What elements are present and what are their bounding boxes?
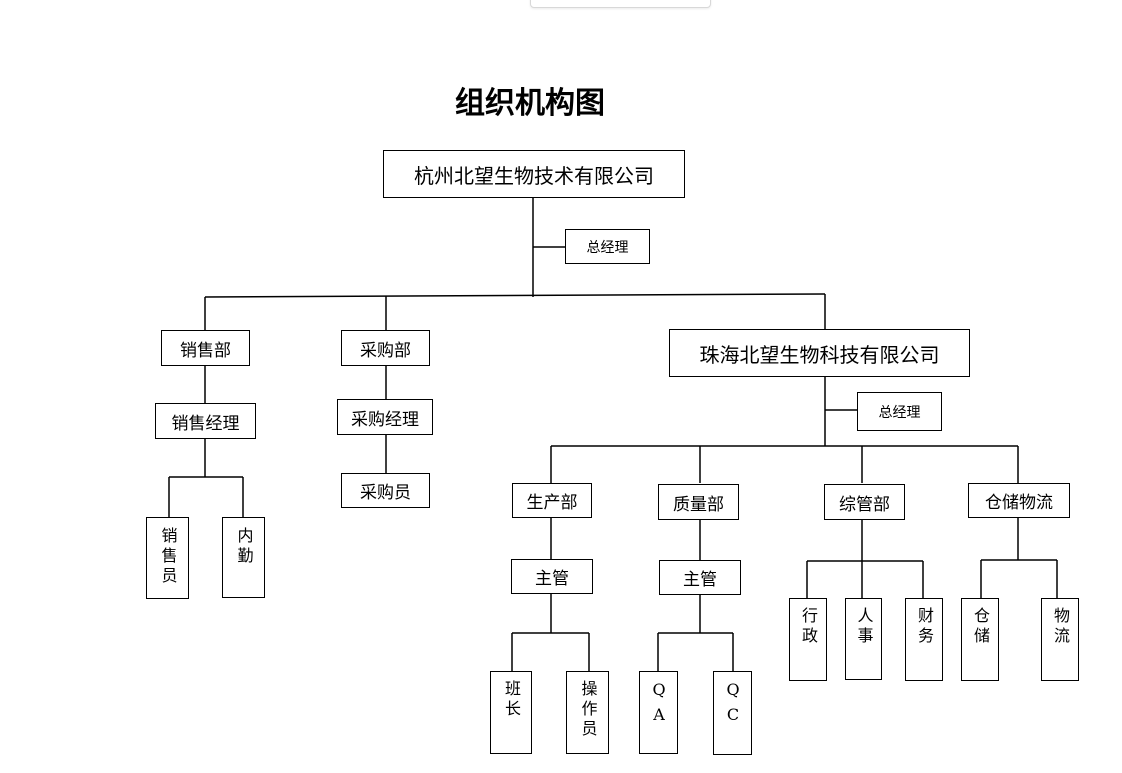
node-hangzhou-company-label: 杭州北望生物技术有限公司 — [414, 163, 654, 188]
node-zhuhai-company-label: 珠海北望生物科技有限公司 — [699, 342, 940, 367]
node-hr: 人事 — [845, 598, 882, 680]
node-purchaser: 采购员 — [341, 473, 430, 508]
node-sales-dept: 销售部 — [161, 330, 250, 366]
connector-hz-bus — [204, 293, 826, 298]
node-salesperson-label: 销售员 — [158, 527, 178, 587]
node-finance-label: 财务 — [915, 607, 934, 647]
node-purchasing-manager-label: 采购经理 — [351, 409, 419, 430]
node-sales-manager-label: 销售经理 — [171, 413, 240, 434]
node-warehouse: 仓储 — [961, 598, 999, 681]
node-qa: QA — [639, 671, 678, 754]
node-production-supervisor: 主管 — [511, 559, 593, 594]
node-gm-hangzhou-label: 总经理 — [586, 239, 629, 256]
node-hr-label: 人事 — [854, 607, 874, 647]
node-production-dept-label: 生产部 — [526, 493, 578, 513]
node-qa-label: QA — [649, 680, 669, 730]
node-qc: QC — [713, 671, 752, 755]
node-purchasing-dept-label: 采购部 — [360, 340, 411, 361]
node-quality-dept: 质量部 — [658, 484, 739, 520]
node-finance: 财务 — [905, 598, 943, 681]
node-warehouse-label: 仓储 — [971, 607, 990, 647]
node-purchaser-label: 采购员 — [360, 483, 411, 503]
node-quality-dept-label: 质量部 — [673, 494, 724, 515]
node-admin-dept-label: 综管部 — [839, 494, 890, 515]
node-operator: 操作员 — [566, 671, 609, 754]
node-purchasing-dept: 采购部 — [341, 330, 430, 366]
node-quality-supervisor-label: 主管 — [683, 570, 717, 590]
node-sales-manager: 销售经理 — [155, 403, 256, 439]
node-admin-dept: 综管部 — [824, 484, 905, 520]
top-tab-stub — [530, 0, 711, 8]
node-production-supervisor-label: 主管 — [535, 569, 569, 589]
chart-title: 组织机构图 — [455, 86, 605, 121]
node-zhuhai-company: 珠海北望生物科技有限公司 — [669, 329, 970, 377]
node-internal-support-label: 内勤 — [234, 527, 254, 567]
node-administration: 行政 — [789, 598, 827, 681]
node-gm-zhuhai-label: 总经理 — [878, 404, 921, 421]
node-salesperson: 销售员 — [146, 517, 189, 599]
node-qc-label: QC — [723, 680, 743, 730]
node-purchasing-manager: 采购经理 — [337, 399, 433, 435]
node-logistics: 物流 — [1041, 598, 1079, 681]
node-team-leader-label: 班长 — [502, 680, 521, 720]
node-logistics-label: 物流 — [1051, 607, 1070, 647]
node-administration-label: 行政 — [799, 607, 818, 647]
node-hangzhou-company: 杭州北望生物技术有限公司 — [383, 150, 685, 198]
node-operator-label: 操作员 — [578, 680, 598, 740]
node-sales-dept-label: 销售部 — [180, 340, 231, 361]
node-warehouse-logistics-label: 仓储物流 — [985, 493, 1053, 513]
node-quality-supervisor: 主管 — [659, 560, 741, 595]
node-gm-hangzhou: 总经理 — [565, 229, 650, 264]
node-production-dept: 生产部 — [512, 483, 592, 518]
node-team-leader: 班长 — [490, 671, 532, 754]
node-internal-support: 内勤 — [222, 517, 265, 598]
node-warehouse-logistics: 仓储物流 — [968, 483, 1070, 518]
node-gm-zhuhai: 总经理 — [857, 392, 942, 431]
